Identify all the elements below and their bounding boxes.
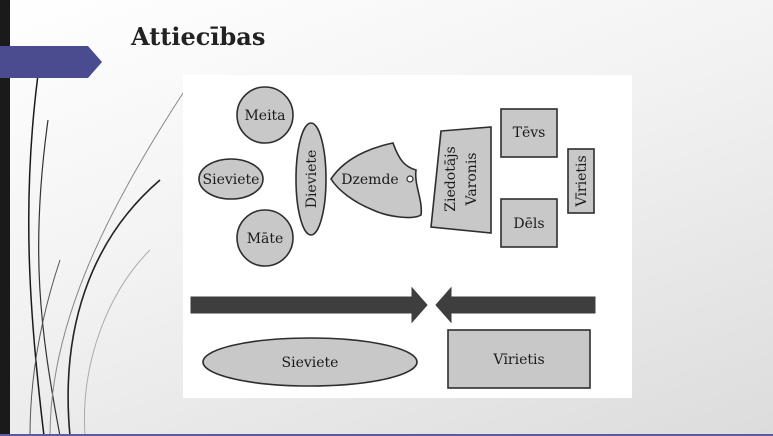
bottom-rule xyxy=(0,434,773,436)
node-meita-label: Meita xyxy=(244,108,285,124)
node-mate-label: Māte xyxy=(247,231,284,247)
slide-title: Attiecības xyxy=(131,22,266,51)
arrow-right xyxy=(190,286,428,324)
relationship-diagram: Meita Sieviete Māte Dieviete Dzemde Zied… xyxy=(183,75,632,398)
node-tevs: Tēvs xyxy=(500,108,558,158)
node-virietis-vertical-label: Vīrietis xyxy=(574,155,590,207)
title-tab-arrow xyxy=(0,46,102,78)
node-tevs-label: Tēvs xyxy=(513,125,546,141)
node-dieviete: Dieviete xyxy=(295,122,327,236)
node-sieviete-small-label: Sieviete xyxy=(203,172,260,188)
node-meita: Meita xyxy=(236,86,294,144)
node-dzemde-label: Dzemde xyxy=(341,172,398,188)
node-sieviete-large: Sieviete xyxy=(202,337,418,387)
decorative-curves xyxy=(27,59,186,436)
node-virietis-large: Vīrietis xyxy=(447,329,591,389)
node-virietis-large-label: Vīrietis xyxy=(492,352,544,368)
arrow-left xyxy=(435,286,596,324)
node-mate: Māte xyxy=(236,209,294,267)
node-varonis-label: Varonis xyxy=(464,153,480,207)
node-dzemde: Dzemde xyxy=(330,142,423,219)
node-virietis-vertical: Vīrietis xyxy=(567,148,595,214)
node-ziedotajs-varonis: Ziedotājs Varonis xyxy=(430,126,492,234)
node-dieviete-label: Dieviete xyxy=(304,150,320,209)
node-dels-label: Dēls xyxy=(513,216,544,232)
node-dels: Dēls xyxy=(500,198,558,248)
node-ziedotajs-label: Ziedotājs xyxy=(443,146,459,211)
left-dark-bar xyxy=(0,0,10,436)
node-sieviete-large-label: Sieviete xyxy=(282,355,339,371)
node-sieviete-small: Sieviete xyxy=(198,158,264,200)
